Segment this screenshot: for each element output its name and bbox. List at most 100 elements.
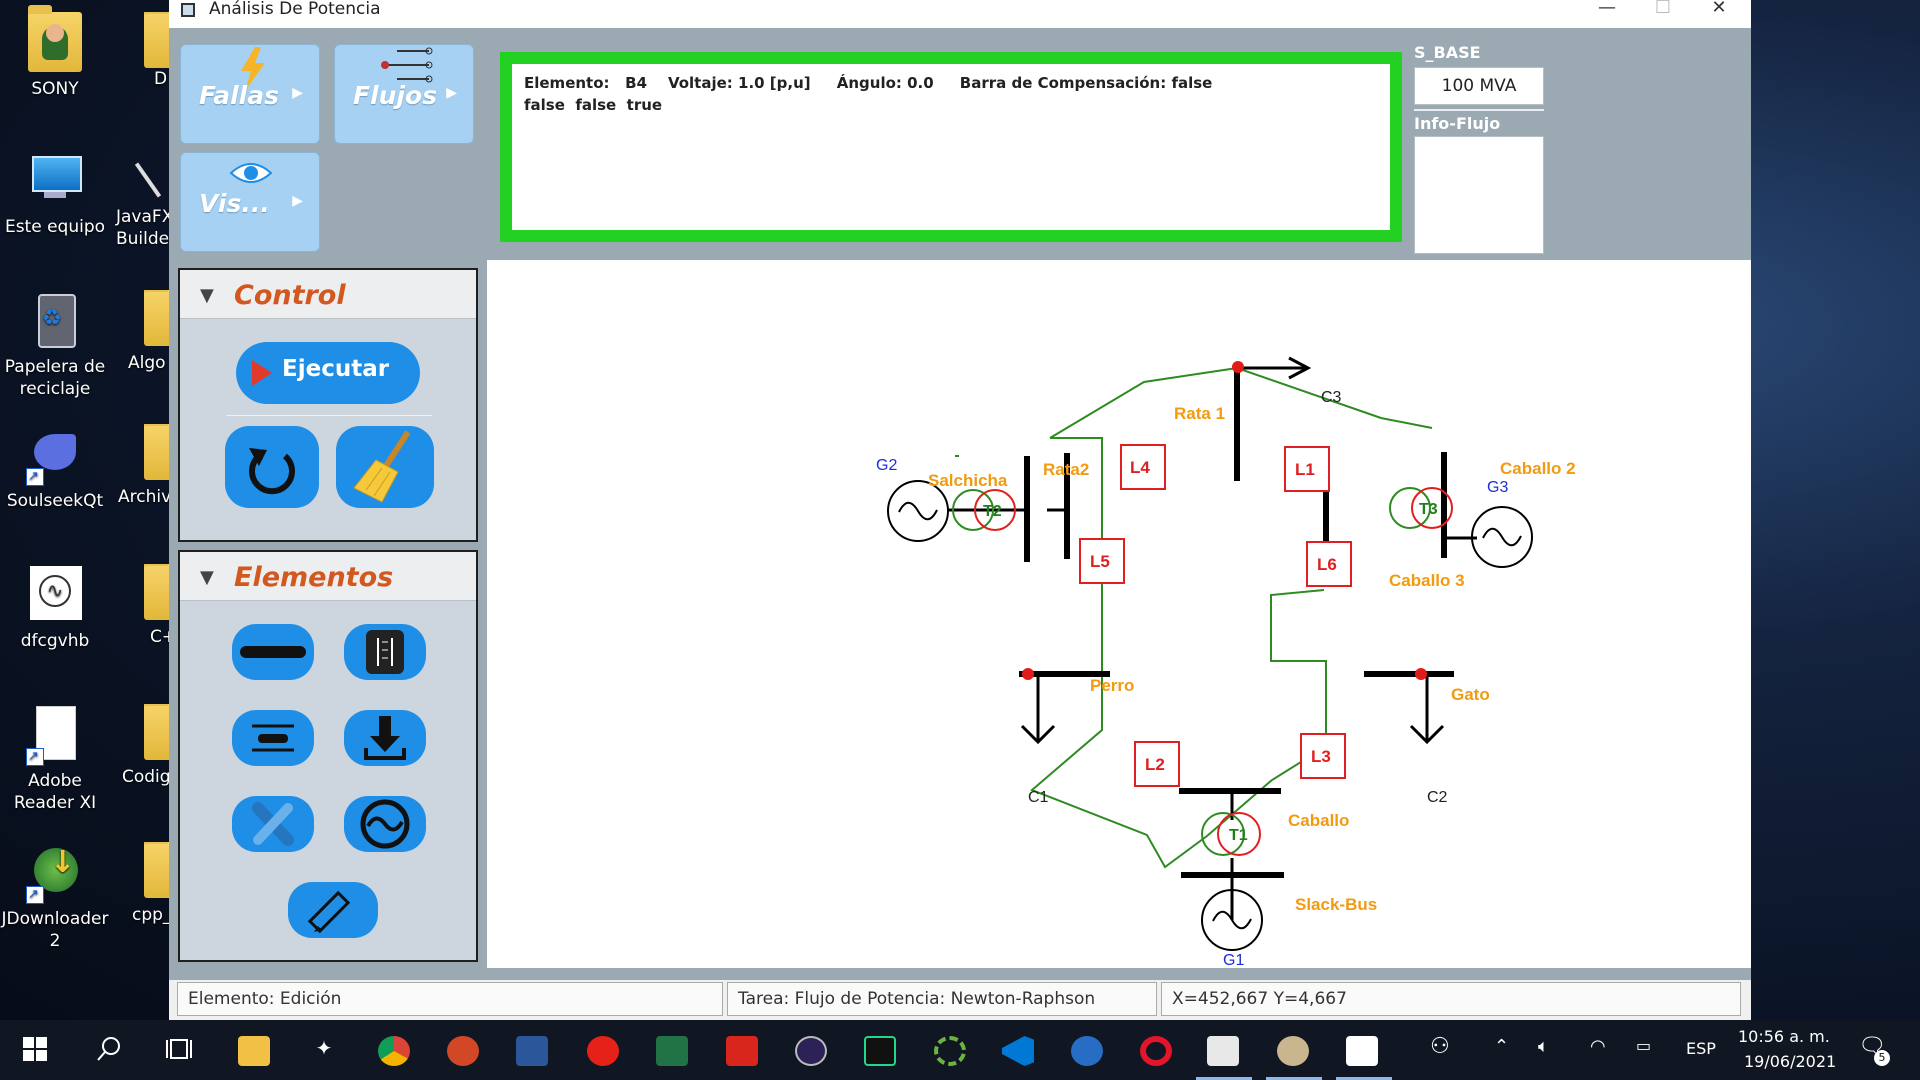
power-system-diagram[interactable]: T2 T3 T1 G2 G3 G1 — [487, 260, 1751, 969]
transformer-labels: T2 T3 T1 — [983, 501, 1438, 844]
cross-icon — [252, 802, 294, 846]
close-button[interactable]: ✕ — [1711, 0, 1727, 18]
add-transformer-button[interactable] — [344, 624, 426, 680]
generator-label: G3 — [1487, 479, 1508, 496]
clean-button[interactable] — [336, 426, 434, 508]
add-load-button[interactable] — [344, 710, 426, 766]
submenu-arrow-icon: ▶ — [292, 85, 303, 101]
control-panel-header[interactable]: ▼ Control — [180, 270, 476, 319]
notification-count-badge: 5 — [1874, 1050, 1890, 1066]
add-generator-button[interactable] — [344, 796, 426, 852]
load-label: C2 — [1427, 789, 1448, 806]
generator-label: G1 — [1223, 952, 1244, 968]
download-arrow-icon — [364, 716, 406, 760]
spring-icon[interactable] — [934, 1036, 966, 1066]
eye-icon — [229, 163, 273, 183]
wifi-icon[interactable]: ◠ — [1590, 1036, 1606, 1057]
battery-icon[interactable]: ▭ — [1636, 1036, 1652, 1055]
desktop-icon-label: Este equipo — [4, 217, 106, 237]
clock-date[interactable]: 19/06/2021 — [1744, 1052, 1837, 1071]
edit-button[interactable] — [288, 882, 378, 938]
collapse-triangle-icon: ▼ — [200, 567, 214, 588]
diagram-canvas[interactable]: T2 T3 T1 G2 G3 G1 — [487, 260, 1751, 969]
desktop-icon-jdownloader[interactable]: ↓ JDownloader 2 — [0, 842, 110, 952]
title-bar[interactable]: Análisis De Potencia — ☐ ✕ — [169, 0, 1751, 24]
recycle-bin-icon: ♻ — [28, 290, 82, 350]
play-icon — [252, 360, 272, 386]
line-boxes — [1079, 444, 1352, 787]
chevron-up-icon[interactable]: ⌃ — [1494, 1036, 1510, 1057]
control-panel: ▼ Control Ejecutar — [178, 268, 478, 542]
add-bus-button[interactable] — [232, 624, 314, 680]
vscode-icon[interactable] — [1002, 1036, 1034, 1066]
chrome-icon[interactable] — [378, 1036, 410, 1066]
tidal-icon[interactable]: ✦ — [315, 1036, 333, 1060]
desktop-icon-label: Codig — [122, 767, 171, 787]
fallas-menu-button[interactable]: Fallas ▶ — [180, 44, 320, 144]
desktop-icon-este-equipo[interactable]: Este equipo — [0, 150, 110, 238]
desktop-icon-adobe[interactable]: Adobe Reader XI — [0, 704, 110, 814]
jdownloader-icon: ↓ — [26, 842, 82, 906]
add-fault-button[interactable] — [232, 796, 314, 852]
acrobat-icon[interactable] — [726, 1036, 758, 1066]
line-label: L6 — [1317, 555, 1337, 574]
task-view-icon[interactable] — [165, 1035, 195, 1065]
document-icon — [26, 704, 82, 768]
refresh-icon — [249, 448, 295, 495]
bus-label: Rata 1 — [1174, 404, 1225, 423]
search-icon[interactable] — [94, 1035, 124, 1065]
generators — [887, 480, 1533, 951]
elements-panel: ▼ Elementos — [178, 550, 478, 962]
status-coordinates: X=452,667 Y=4,667 — [1161, 982, 1741, 1016]
load-label: C1 — [1028, 789, 1049, 806]
paint-icon[interactable] — [1277, 1036, 1309, 1066]
desktop-icon-label: SONY — [31, 79, 79, 99]
maximize-button[interactable]: ☐ — [1654, 0, 1672, 18]
language-indicator[interactable]: ESP — [1686, 1039, 1716, 1058]
desktop-icon-sony[interactable]: SONY — [0, 5, 110, 100]
people-icon[interactable]: ⚇ — [1430, 1034, 1450, 1059]
minimize-button[interactable]: — — [1598, 0, 1616, 18]
photos-icon[interactable] — [1346, 1036, 1378, 1066]
youtube-music-icon[interactable] — [587, 1036, 619, 1066]
desktop-icon-soulseek[interactable]: SoulseekQt — [0, 424, 110, 512]
pycharm-icon[interactable] — [864, 1036, 896, 1066]
main-content: Fallas ▶ Flujos ▶ Vis... ▶ ▼ Control — [169, 28, 1751, 980]
r-icon[interactable] — [1071, 1036, 1103, 1066]
status-bar: Elemento: Edición Tarea: Flujo de Potenc… — [169, 980, 1751, 1020]
desktop-icon-dfcgvhb[interactable]: ∿ dfcgvhb — [0, 564, 110, 652]
add-line-button[interactable] — [232, 710, 314, 766]
info-flujo-label: Info-Flujo — [1414, 114, 1501, 133]
java-icon[interactable] — [1207, 1036, 1239, 1066]
word-icon[interactable] — [516, 1036, 548, 1066]
reset-button[interactable] — [225, 426, 319, 508]
windows-start-icon[interactable] — [21, 1035, 51, 1065]
s-base-value[interactable]: 100 MVA — [1414, 67, 1544, 105]
excel-icon[interactable] — [656, 1036, 688, 1066]
desktop-icon-label: JavaFX Builde — [116, 207, 174, 249]
clock-time[interactable]: 10:56 a. m. — [1738, 1027, 1830, 1046]
line-label: L3 — [1311, 747, 1331, 766]
window-title: Análisis De Potencia — [209, 0, 381, 19]
transformer-icon — [366, 630, 404, 674]
computer-icon — [28, 150, 82, 210]
bus-label: Rata2 — [1043, 460, 1089, 479]
file-explorer-icon[interactable] — [238, 1036, 270, 1066]
line-labels: L4 L1 L5 L6 L2 L3 — [1090, 458, 1337, 774]
vis-menu-button[interactable]: Vis... ▶ — [180, 152, 320, 252]
control-panel-title: Control — [234, 280, 346, 311]
powerpoint-icon[interactable] — [447, 1036, 479, 1066]
desktop-icon-label: SoulseekQt — [6, 491, 104, 511]
bus-label: Perro — [1090, 676, 1134, 695]
active-indicator — [1196, 1077, 1252, 1080]
collapse-triangle-icon: ▼ — [200, 285, 214, 306]
flujos-menu-button[interactable]: Flujos ▶ — [334, 44, 474, 144]
elements-panel-header[interactable]: ▼ Elementos — [180, 552, 476, 601]
bus-label: Caballo — [1288, 811, 1349, 830]
ejecutar-button[interactable]: Ejecutar — [236, 342, 420, 404]
desktop-icon-papelera[interactable]: ♻ Papelera de reciclaje — [0, 290, 110, 400]
opera-icon[interactable] — [1140, 1036, 1172, 1066]
volume-icon[interactable]: 🔈︎ — [1538, 1036, 1549, 1057]
generator-icon — [360, 799, 410, 849]
eclipse-icon[interactable] — [795, 1036, 827, 1066]
